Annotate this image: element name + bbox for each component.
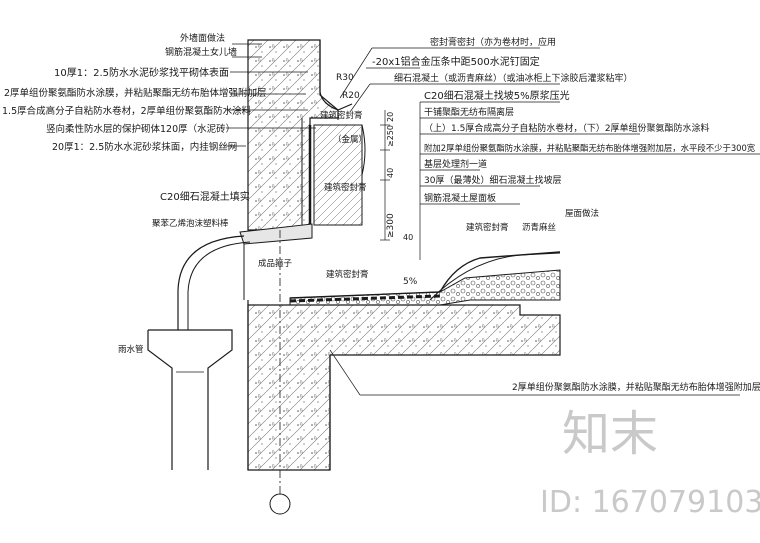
label-left-5: 竖向柔性防水层的保护砌体120厚（水泥砖）	[46, 123, 235, 135]
label-sealant3: 建筑密封膏	[326, 269, 369, 280]
center-annotations: 建筑密封膏 （金属） 建筑密封膏 C20细石混凝土填实 聚苯乙烯泡沫塑料棒 成品…	[118, 110, 599, 355]
watermark: 知末 ID: 167079103	[540, 406, 760, 520]
label-roof-note: 细石混凝土（或沥青麻丝）（或油冰柜上下涂胶后灌浆粘牢）	[394, 72, 633, 84]
label-left-4: 1.5厚合成高分子自粘防水卷材，2厚单组份聚氨酯防水涂料	[2, 105, 252, 117]
label-slope: 5%	[403, 277, 418, 287]
dimension-lines	[380, 110, 390, 241]
watermark-logo: 知末	[562, 406, 658, 462]
label-right-2: （上）1.5厚合成高分子自粘防水卷材，（下）2厚单组份聚氨酯防水涂料	[424, 122, 710, 134]
label-r30: R30	[336, 73, 354, 83]
label-downpipe: 雨水管	[118, 344, 144, 355]
dim-2: ≥250	[386, 125, 395, 147]
top-annotations: 密封膏密封（亦为卷材时，应用 -20x1铝合金压条中距500水泥钉固定 R30 …	[336, 36, 633, 101]
label-right-3: 附加2厚单组份聚氨酯防水涂膜，并粘贴聚酯无纺布胎体增强附加层，水平段不少于300…	[424, 143, 756, 153]
scupper-outlet	[239, 223, 313, 300]
roof-slab	[247, 304, 561, 471]
roof-layers	[289, 251, 561, 306]
label-metal: （金属）	[333, 134, 367, 145]
dim-5: 40	[403, 233, 413, 242]
right-annotations: C20细石混凝土找坡5%原浆压光 干铺聚酯无纺布隔离层 （上）1.5厚合成高分子…	[424, 89, 756, 204]
axis-marker	[269, 230, 291, 515]
label-left-6: 20厚1：2.5防水水泥砂浆抹面，内挂钢丝网	[52, 141, 237, 153]
label-left-3: 2厚单组份聚氨酯防水涂膜，并粘贴聚酯无纺布胎体增强附加层	[4, 87, 267, 99]
membrane-upstand	[301, 118, 312, 232]
foam-rod	[177, 235, 251, 330]
downpipe	[147, 329, 233, 470]
label-c20: C20细石混凝土填实	[160, 190, 250, 203]
label-roof-method: 屋面做法	[565, 208, 599, 219]
protective-brick	[313, 124, 366, 226]
lower-wall	[247, 300, 331, 470]
label-right-6: 钢筋混凝土屋面板	[424, 192, 496, 204]
label-pipe: 成品箍子	[258, 258, 293, 269]
label-left-1: 钢筋混凝土女儿墙	[165, 46, 237, 58]
label-asphalt: 沥青麻丝	[522, 222, 557, 233]
label-foam: 聚苯乙烯泡沫塑料棒	[152, 218, 229, 229]
label-flashing: -20x1铝合金压条中距500水泥钉固定	[372, 55, 540, 68]
label-bottom: 2厚单组份聚氨酯防水涂膜，并粘贴聚酯无纺布胎体增强附加层	[512, 381, 760, 393]
label-right-5: 30厚（最薄处）细石混凝土找坡层	[424, 174, 561, 186]
label-sealant2: 建筑密封膏	[324, 182, 367, 193]
label-left-2: 10厚1：2.5防水水泥砂浆找平砌体表面	[54, 66, 229, 79]
label-sealant4: 建筑密封膏	[466, 222, 509, 233]
label-sealant1: 建筑密封膏	[320, 110, 363, 121]
label-r20: R20	[342, 91, 360, 101]
label-sealant-note: 密封膏密封（亦为卷材时，应用	[430, 36, 556, 48]
dim-4: ≥300	[386, 213, 396, 238]
watermark-id: ID: 167079103	[540, 485, 760, 520]
dimension-texts: 20 ≥250 40 ≥300 40	[386, 112, 413, 242]
label-right-4: 基层处理剂一道	[424, 158, 487, 170]
dim-3: 40	[386, 168, 395, 178]
label-right-1: 干铺聚酯无纺布隔离层	[424, 106, 514, 118]
dim-1: 20	[386, 112, 395, 122]
left-annotations: 外墙面做法 钢筋混凝土女儿墙 10厚1：2.5防水水泥砂浆找平砌体表面 2厚单组…	[2, 32, 267, 153]
label-right-0: C20细石混凝土找坡5%原浆压光	[424, 89, 570, 102]
label-left-0: 外墙面做法	[180, 32, 225, 44]
leader-lines	[226, 43, 760, 396]
coping-drip	[319, 40, 353, 120]
